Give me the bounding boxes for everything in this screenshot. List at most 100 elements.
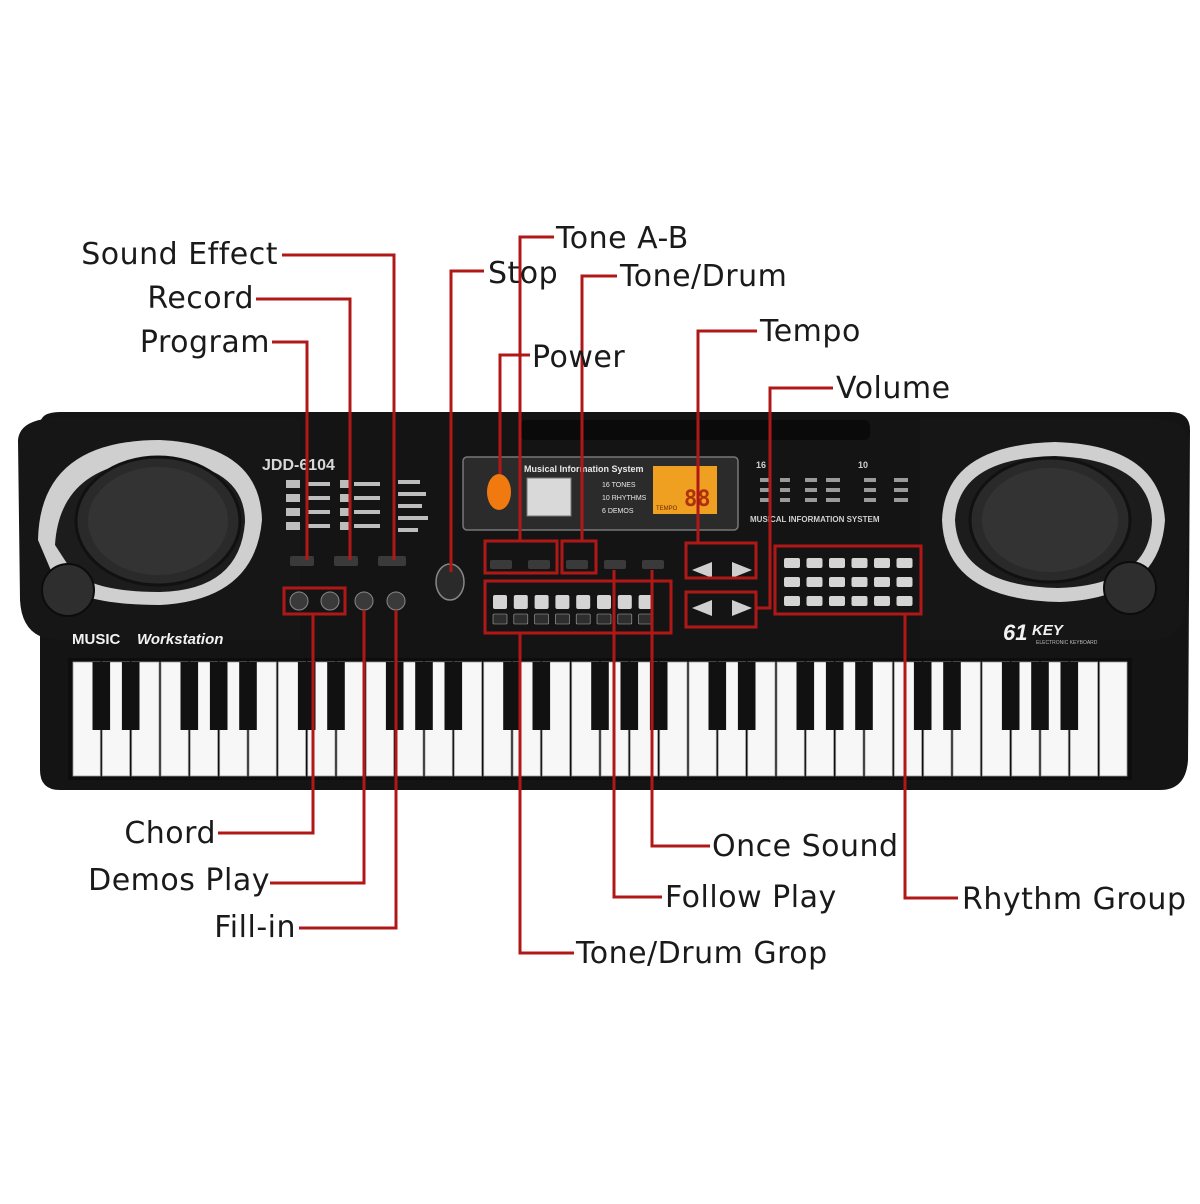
tone-button[interactable]	[555, 595, 570, 609]
rhythm-button[interactable]	[851, 577, 868, 587]
tone-button[interactable]	[493, 595, 507, 609]
black-key[interactable]	[327, 662, 345, 730]
tempo-down-button[interactable]	[692, 562, 712, 578]
key-count: 61	[1003, 620, 1027, 645]
tone-button[interactable]	[638, 595, 653, 609]
tone-button[interactable]	[576, 595, 591, 609]
rhythm-button[interactable]	[784, 596, 800, 606]
tempo-up-button[interactable]	[732, 562, 752, 578]
demos-play-button[interactable]	[354, 591, 374, 611]
callout-line	[580, 274, 617, 541]
black-key[interactable]	[1060, 662, 1079, 730]
black-key[interactable]	[913, 662, 932, 730]
callout-line	[256, 297, 352, 560]
drum-icon	[492, 613, 508, 625]
display-line-1: 16 TONES	[602, 482, 636, 489]
label-program: Program	[139, 325, 270, 360]
callout-line	[650, 570, 710, 848]
black-key[interactable]	[708, 662, 727, 730]
once-sound-button[interactable]	[642, 560, 664, 569]
black-key[interactable]	[1001, 662, 1020, 730]
chord-button-2[interactable]	[320, 591, 340, 611]
black-key[interactable]	[503, 662, 521, 730]
rhythm-button[interactable]	[784, 558, 800, 568]
rhythm-button[interactable]	[874, 596, 890, 606]
drum-icon	[513, 613, 529, 625]
drum-icon	[596, 613, 612, 625]
highlight-box	[560, 539, 598, 575]
highlight-box	[684, 541, 758, 580]
rhythm-button[interactable]	[829, 558, 845, 568]
tone-button[interactable]	[617, 595, 632, 609]
power-button[interactable]	[487, 474, 511, 510]
callout-line	[518, 633, 574, 955]
tone-b-button[interactable]	[528, 560, 550, 569]
program-button[interactable]	[290, 556, 314, 566]
label-sound-effect: Sound Effect	[81, 237, 278, 272]
tempo-volume-buttons	[692, 562, 752, 616]
tone-button[interactable]	[513, 595, 528, 609]
volume-up-button[interactable]	[732, 600, 752, 616]
rhythm-button[interactable]	[806, 577, 823, 587]
callout-line	[218, 614, 315, 835]
black-key[interactable]	[1031, 662, 1049, 730]
rhythm-button[interactable]	[896, 577, 913, 587]
black-key[interactable]	[209, 662, 228, 730]
tone-drum-button[interactable]	[566, 560, 588, 569]
black-key[interactable]	[92, 662, 111, 730]
black-key[interactable]	[121, 662, 140, 730]
tone-button[interactable]	[534, 595, 549, 609]
black-key[interactable]	[532, 662, 551, 730]
display-panel: Musical Information System 16 TONES 10 R…	[462, 456, 739, 531]
callout-line	[272, 340, 309, 560]
label-follow-play: Follow Play	[665, 880, 837, 915]
black-key[interactable]	[620, 662, 639, 730]
rhythm-button[interactable]	[851, 596, 868, 606]
black-key[interactable]	[825, 662, 844, 730]
rhythm-button[interactable]	[829, 577, 845, 587]
rhythm-button[interactable]	[896, 558, 913, 568]
sound-effect-button[interactable]	[378, 556, 406, 566]
black-key[interactable]	[444, 662, 463, 730]
rhythm-button[interactable]	[806, 558, 823, 568]
callout-lines	[218, 235, 958, 955]
black-key[interactable]	[239, 662, 257, 730]
white-key[interactable]	[1099, 661, 1128, 777]
brand-music: MUSIC	[72, 631, 121, 648]
label-demos-play: Demos Play	[88, 863, 270, 898]
label-chord: Chord	[124, 816, 216, 851]
volume-down-button[interactable]	[692, 600, 712, 616]
callout-line	[282, 253, 396, 560]
tone-a-button[interactable]	[490, 560, 512, 569]
black-key[interactable]	[591, 662, 609, 730]
callout-line	[270, 610, 366, 885]
rhythm-button[interactable]	[784, 577, 800, 587]
drum-icon	[617, 613, 633, 625]
black-key[interactable]	[796, 662, 815, 730]
black-key[interactable]	[180, 662, 199, 730]
tone-drum-grid	[492, 595, 653, 625]
black-key[interactable]	[297, 662, 316, 730]
black-key[interactable]	[649, 662, 668, 730]
black-key[interactable]	[415, 662, 433, 730]
follow-play-button[interactable]	[604, 560, 626, 569]
rhythm-button[interactable]	[896, 596, 913, 606]
record-button[interactable]	[334, 556, 358, 566]
black-key[interactable]	[943, 662, 961, 730]
black-key[interactable]	[855, 662, 873, 730]
rhythm-button[interactable]	[806, 596, 823, 606]
callout-line	[756, 386, 833, 610]
info-right-head: 10	[858, 460, 868, 470]
key-sub: ELECTRONIC KEYBOARD	[1036, 640, 1098, 646]
fill-in-button[interactable]	[386, 591, 406, 611]
tone-button[interactable]	[597, 595, 611, 609]
chord-button-1[interactable]	[289, 591, 309, 611]
callout-line	[449, 269, 484, 572]
label-rhythm-group: Rhythm Group	[962, 882, 1187, 917]
black-key[interactable]	[737, 662, 756, 730]
rhythm-button[interactable]	[851, 558, 868, 568]
rhythm-button[interactable]	[874, 577, 890, 587]
rhythm-button[interactable]	[874, 558, 890, 568]
rhythm-button[interactable]	[829, 596, 845, 606]
